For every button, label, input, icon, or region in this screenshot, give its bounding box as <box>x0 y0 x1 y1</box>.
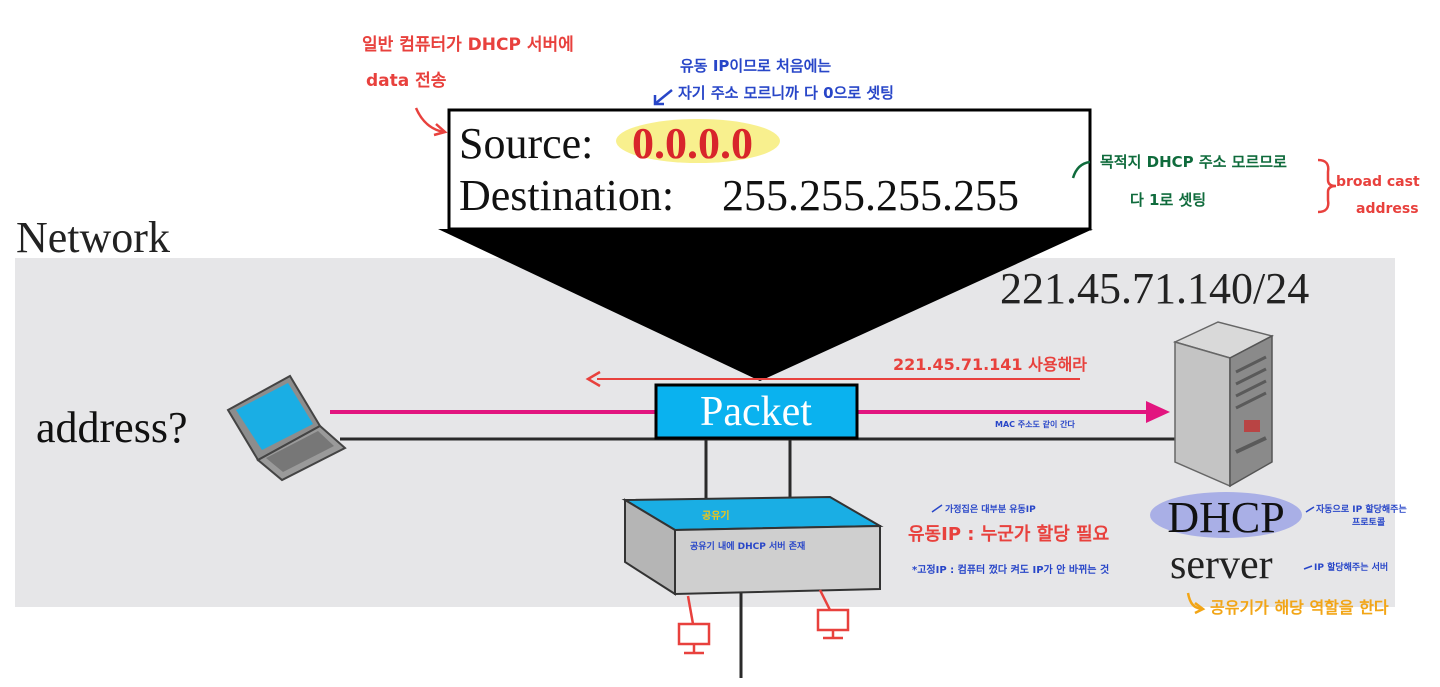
dest-note-arrow <box>1071 160 1091 179</box>
ip-server-arrow <box>1303 565 1313 570</box>
laptop-icon <box>226 374 347 482</box>
dhcp-oval <box>1150 492 1302 538</box>
dhcp-protocol-note-line1: 자동으로 IP 할당해주는 <box>1316 503 1407 515</box>
packet-zoom-triangle <box>438 229 1093 381</box>
destination-label: Destination: <box>459 171 674 220</box>
broadcast-bracket <box>1317 158 1337 214</box>
home-ip-arrow <box>931 504 943 513</box>
send-note-arrow <box>414 107 445 134</box>
router-role-arrow <box>1186 592 1203 611</box>
source-value: 0.0.0.0 <box>632 119 753 168</box>
source-highlight <box>616 119 780 163</box>
source-note-arrowhead <box>653 95 664 106</box>
source-label: Source: <box>459 119 593 168</box>
dest-note-line1: 목적지 DHCP 주소 모르므로 <box>1100 153 1287 171</box>
static-ip-note: *고정IP : 컴퓨터 껐다 켜도 IP가 안 바뀌는 것 <box>912 563 1109 576</box>
dest-note-line2: 다 1로 셋팅 <box>1130 191 1206 209</box>
broadcast-note-line1: broad cast <box>1336 174 1420 190</box>
reply-note: 221.45.71.141 사용해라 <box>893 355 1087 374</box>
source-note-line2: 자기 주소 모르니까 다 0으로 셋팅 <box>678 84 894 102</box>
server-label: server <box>1170 542 1273 588</box>
subnet-label: 221.45.71.140/24 <box>1000 264 1309 313</box>
destination-value: 255.255.255.255 <box>722 171 1019 220</box>
left-monitor-icon <box>677 595 711 655</box>
send-note-line1: 일반 컴퓨터가 DHCP 서버에 <box>362 34 574 55</box>
request-arrow-head <box>1146 401 1170 423</box>
source-note-arrow <box>655 89 673 104</box>
client-label: address? <box>36 403 188 452</box>
router-role-note: 공유기가 해당 역할을 한다 <box>1210 598 1389 617</box>
network-label: Network <box>16 213 170 262</box>
dhcp-label: DHCP <box>1167 493 1284 542</box>
send-note-line2: data 전송 <box>366 71 447 91</box>
dynamic-ip-note: 유동IP : 누군가 할당 필요 <box>908 523 1109 545</box>
server-icon <box>1172 321 1275 488</box>
home-ip-note: 가정집은 대부분 유동IP <box>945 503 1036 515</box>
source-note-line1: 유동 IP이므로 처음에는 <box>680 57 831 75</box>
send-note-arrowhead <box>433 123 448 137</box>
broadcast-note-line2: address <box>1356 201 1419 217</box>
right-monitor-icon <box>816 589 850 640</box>
dhcp-protocol-note-line2: 프로토콜 <box>1352 517 1385 528</box>
ip-server-note: IP 할당해주는 서버 <box>1314 561 1388 573</box>
router-icon <box>621 495 884 596</box>
packet-box <box>654 383 859 440</box>
dhcp-protocol-arrow <box>1305 506 1315 513</box>
router-role-arrowhead <box>1194 602 1206 615</box>
reply-arrow-head <box>585 370 601 388</box>
mac-note: MAC 주소도 같이 간다 <box>995 419 1076 429</box>
packet-header-box <box>447 108 1092 231</box>
packet-label: Packet <box>700 389 812 435</box>
router-title: 공유기 <box>702 509 730 522</box>
router-desc: 공유기 내에 DHCP 서버 존재 <box>690 540 805 552</box>
